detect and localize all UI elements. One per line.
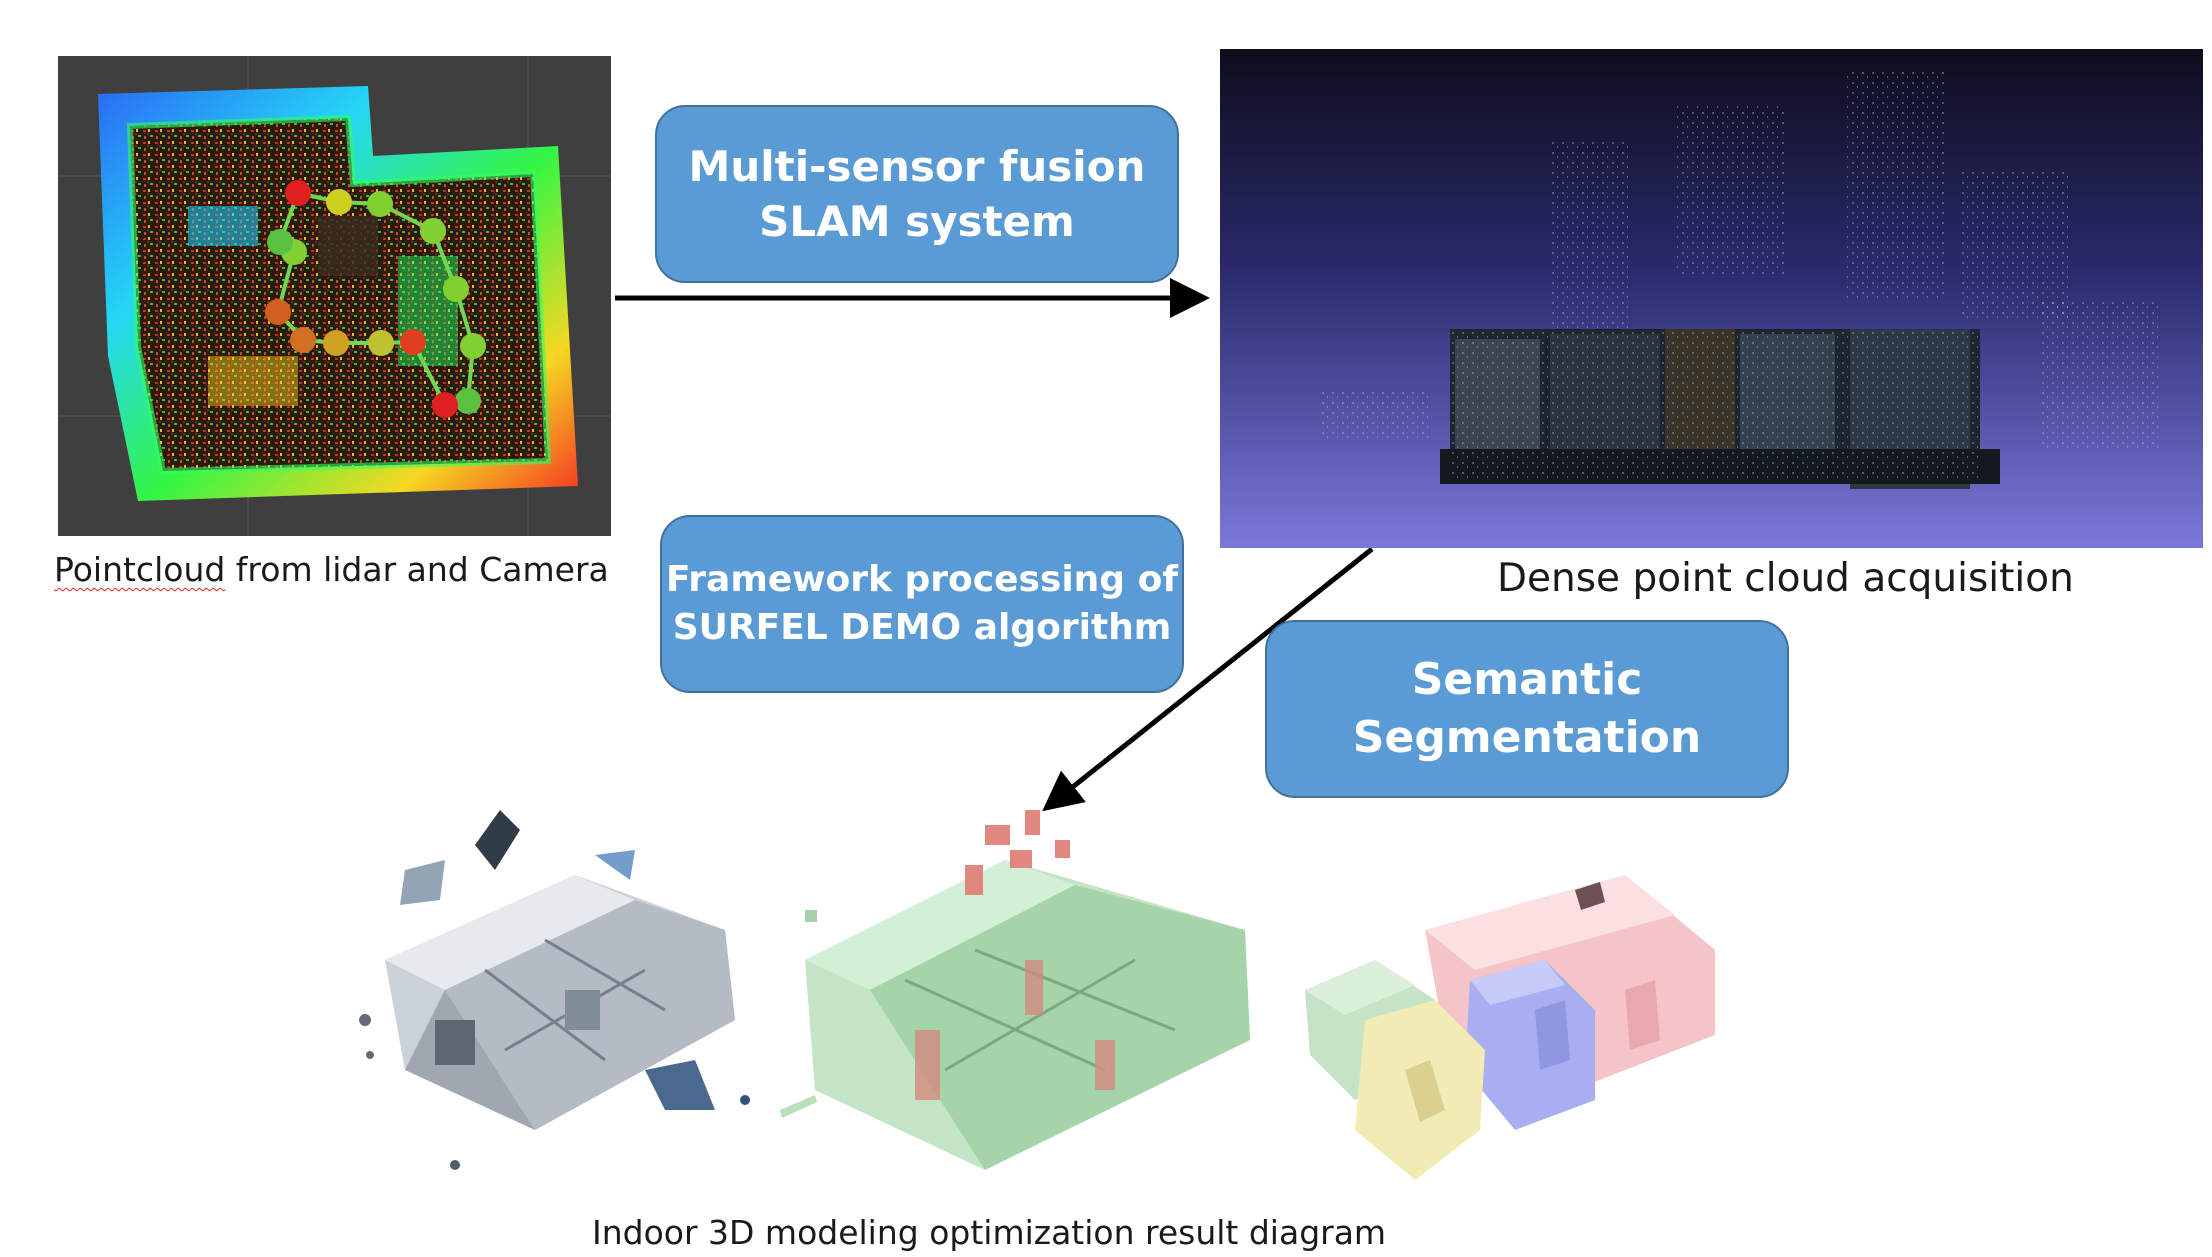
surfel-box-line2: SURFEL DEMO algorithm [672,607,1172,648]
slam-box-line2: SLAM system [759,197,1075,246]
semantic-segmentation-box: Semantic Segmentation [1265,620,1789,798]
lidar-caption-word: Pointcloud [54,550,226,589]
lidar-pointcloud-image [58,56,611,536]
slam-system-box: Multi-sensor fusion SLAM system [655,105,1179,283]
lidar-caption-rest: from lidar and Camera [225,550,609,589]
arrow-dense-to-indoor [1042,547,1374,812]
indoor-semantic-blocks-model [1295,860,1775,1190]
dense-caption: Dense point cloud acquisition [1497,556,2074,601]
indoor-pointcloud-model [345,810,770,1185]
surfel-box-line1: Framework processing of [665,559,1178,601]
surfel-framework-box: Framework processing of SURFEL DEMO algo… [660,515,1184,693]
indoor-green-box-model [775,810,1255,1185]
lidar-caption: Pointcloud from lidar and Camera [54,550,609,589]
semantic-box-line2: Segmentation [1352,712,1702,763]
semantic-box-line1: Semantic [1411,653,1643,705]
slam-box-line1: Multi-sensor fusion [688,141,1146,191]
dense-pointcloud-image [1220,49,2203,548]
indoor-caption: Indoor 3D modeling optimization result d… [592,1213,1387,1252]
